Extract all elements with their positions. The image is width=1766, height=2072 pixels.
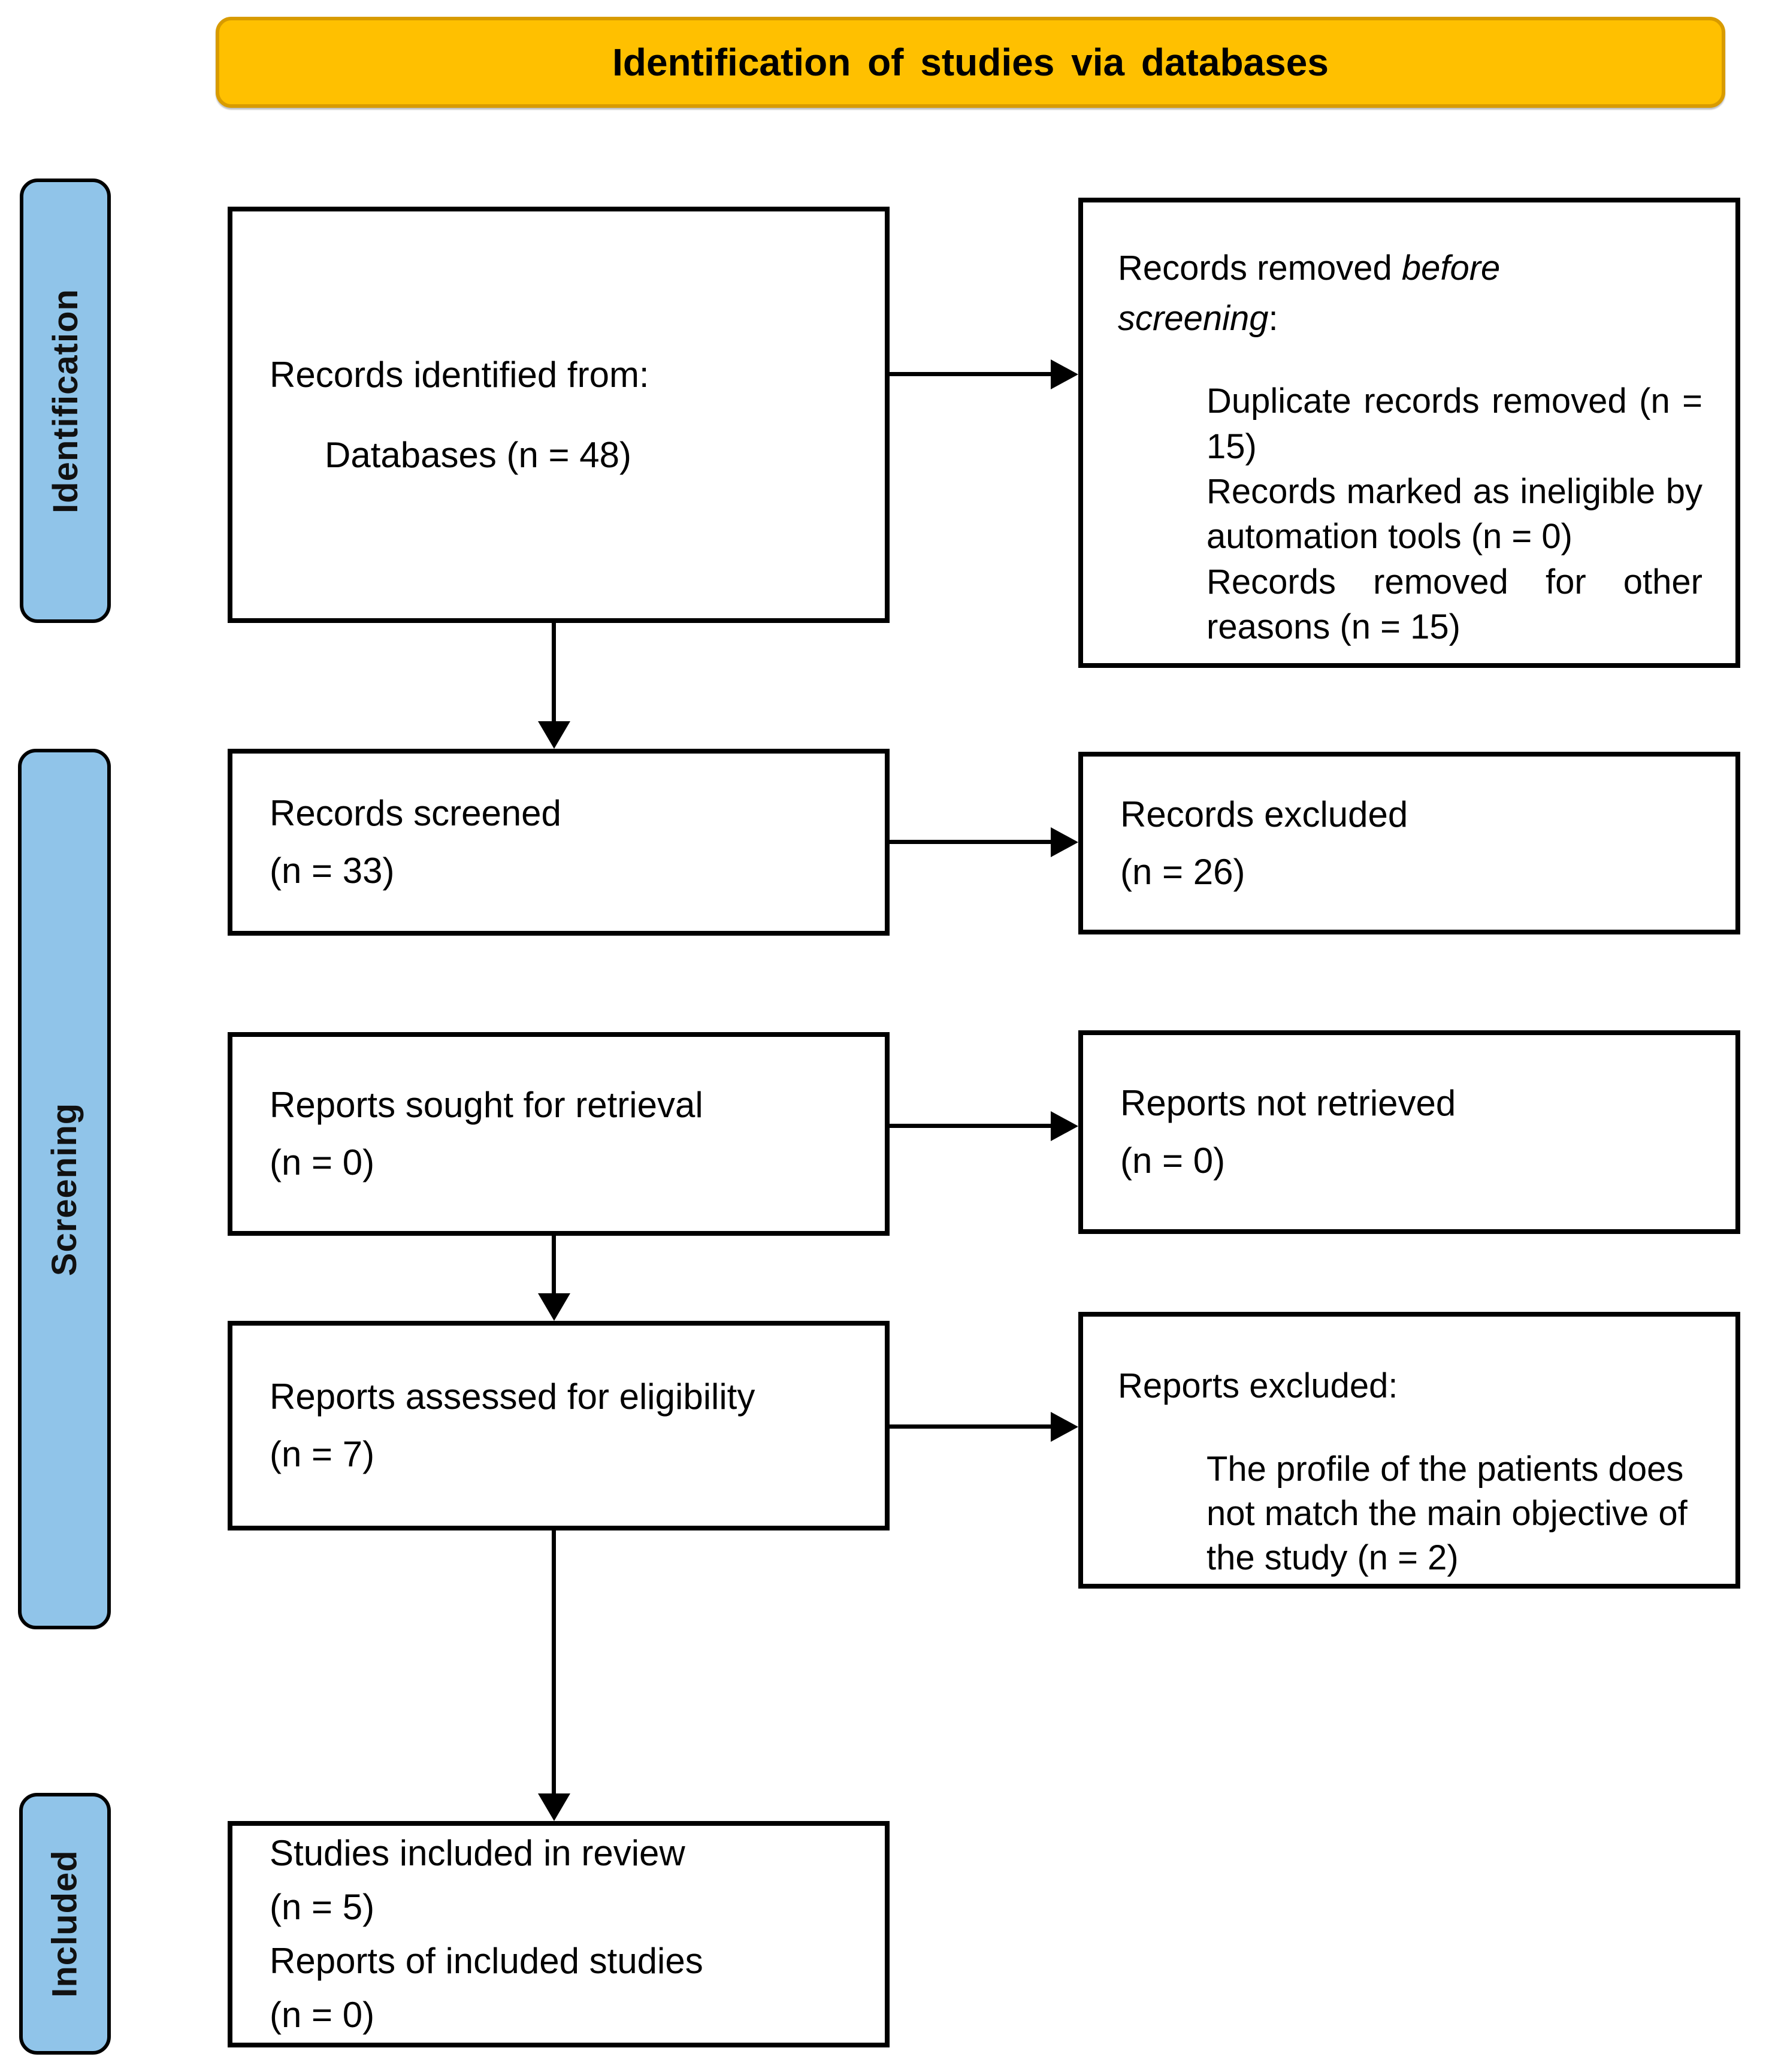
reports-not-retrieved-line2: (n = 0) <box>1120 1141 1226 1181</box>
arrow-identified-to-screened-head <box>538 721 570 749</box>
arrow-sought-to-assessed-head <box>538 1293 570 1321</box>
records-removed-item-automation: Records marked as ineligible by automati… <box>1206 471 1703 556</box>
records-screened-line2: (n = 33) <box>270 851 395 891</box>
banner: Identification of studies via databases <box>216 17 1725 108</box>
reports-excluded-heading: Reports excluded: <box>1118 1366 1398 1405</box>
arrow-sought-to-not-retrieved-head <box>1051 1111 1078 1141</box>
stage-label-included: Included <box>46 1850 84 1998</box>
records-removed-heading-suffix: : <box>1268 299 1278 338</box>
records-removed-items: Duplicate records removed (n = 15) Recor… <box>1206 379 1703 649</box>
studies-included-line4: (n = 0) <box>270 1995 375 2035</box>
reports-assessed-line1: Reports assessed for eligibility <box>270 1377 755 1417</box>
studies-included-line2: (n = 5) <box>270 1887 375 1927</box>
stage-bar-screening: Screening <box>18 749 111 1629</box>
box-records-excluded: Records excluded (n = 26) <box>1078 752 1740 934</box>
arrow-assessed-to-reports-excluded-head <box>1051 1412 1078 1442</box>
arrow-identified-to-removed-line <box>890 372 1053 376</box>
reports-assessed-line2: (n = 7) <box>270 1434 375 1474</box>
records-removed-item-duplicates: Duplicate records removed (n = 15) <box>1206 382 1703 466</box>
arrow-assessed-to-included-head <box>538 1793 570 1821</box>
box-records-identified: Records identified from: Databases (n = … <box>228 207 890 623</box>
studies-included-line3: Reports of included studies <box>270 1941 703 1981</box>
reports-not-retrieved-line1: Reports not retrieved <box>1120 1083 1456 1123</box>
arrow-sought-to-assessed-line <box>552 1236 556 1294</box>
records-excluded-line1: Records excluded <box>1120 794 1408 834</box>
arrow-identified-to-removed-head <box>1051 359 1078 389</box>
arrow-assessed-to-reports-excluded-line <box>890 1424 1053 1429</box>
arrow-sought-to-not-retrieved-line <box>890 1124 1053 1128</box>
reports-sought-line2: (n = 0) <box>270 1142 375 1182</box>
box-reports-excluded: Reports excluded: The profile of the pat… <box>1078 1312 1740 1589</box>
reports-sought-line1: Reports sought for retrieval <box>270 1085 703 1125</box>
records-excluded-line2: (n = 26) <box>1120 851 1245 892</box>
reports-excluded-reason: The profile of the patients does not mat… <box>1206 1449 1688 1578</box>
records-removed-heading-prefix: Records removed <box>1118 249 1402 288</box>
box-reports-assessed: Reports assessed for eligibility (n = 7) <box>228 1321 890 1530</box>
stage-bar-identification: Identification <box>20 179 111 623</box>
records-removed-item-other: Records removed for other reasons (n = 1… <box>1206 562 1703 647</box>
box-records-screened: Records screened (n = 33) <box>228 749 890 936</box>
studies-included-line1: Studies included in review <box>270 1833 685 1873</box>
box-studies-included: Studies included in review (n = 5) Repor… <box>228 1821 890 2047</box>
box-reports-sought: Reports sought for retrieval (n = 0) <box>228 1032 890 1236</box>
box-reports-not-retrieved: Reports not retrieved (n = 0) <box>1078 1030 1740 1234</box>
records-screened-line1: Records screened <box>270 793 561 833</box>
stage-bar-included: Included <box>19 1793 111 2055</box>
arrow-screened-to-excluded-line <box>890 840 1053 844</box>
arrow-assessed-to-included-line <box>552 1530 556 1795</box>
banner-title: Identification of studies via databases <box>612 41 1329 84</box>
box-records-removed-before-screening: Records removed before screening: Duplic… <box>1078 198 1740 668</box>
stage-label-identification: Identification <box>46 288 85 513</box>
stage-label-screening: Screening <box>45 1102 84 1276</box>
records-identified-line1: Records identified from: <box>270 354 649 395</box>
records-removed-heading: Records removed before screening: <box>1118 243 1645 344</box>
arrow-identified-to-screened-line <box>552 623 556 722</box>
records-identified-line2: Databases (n = 48) <box>325 434 631 475</box>
records-removed-heading-italic: before screening <box>1118 249 1501 338</box>
arrow-screened-to-excluded-head <box>1051 827 1078 857</box>
